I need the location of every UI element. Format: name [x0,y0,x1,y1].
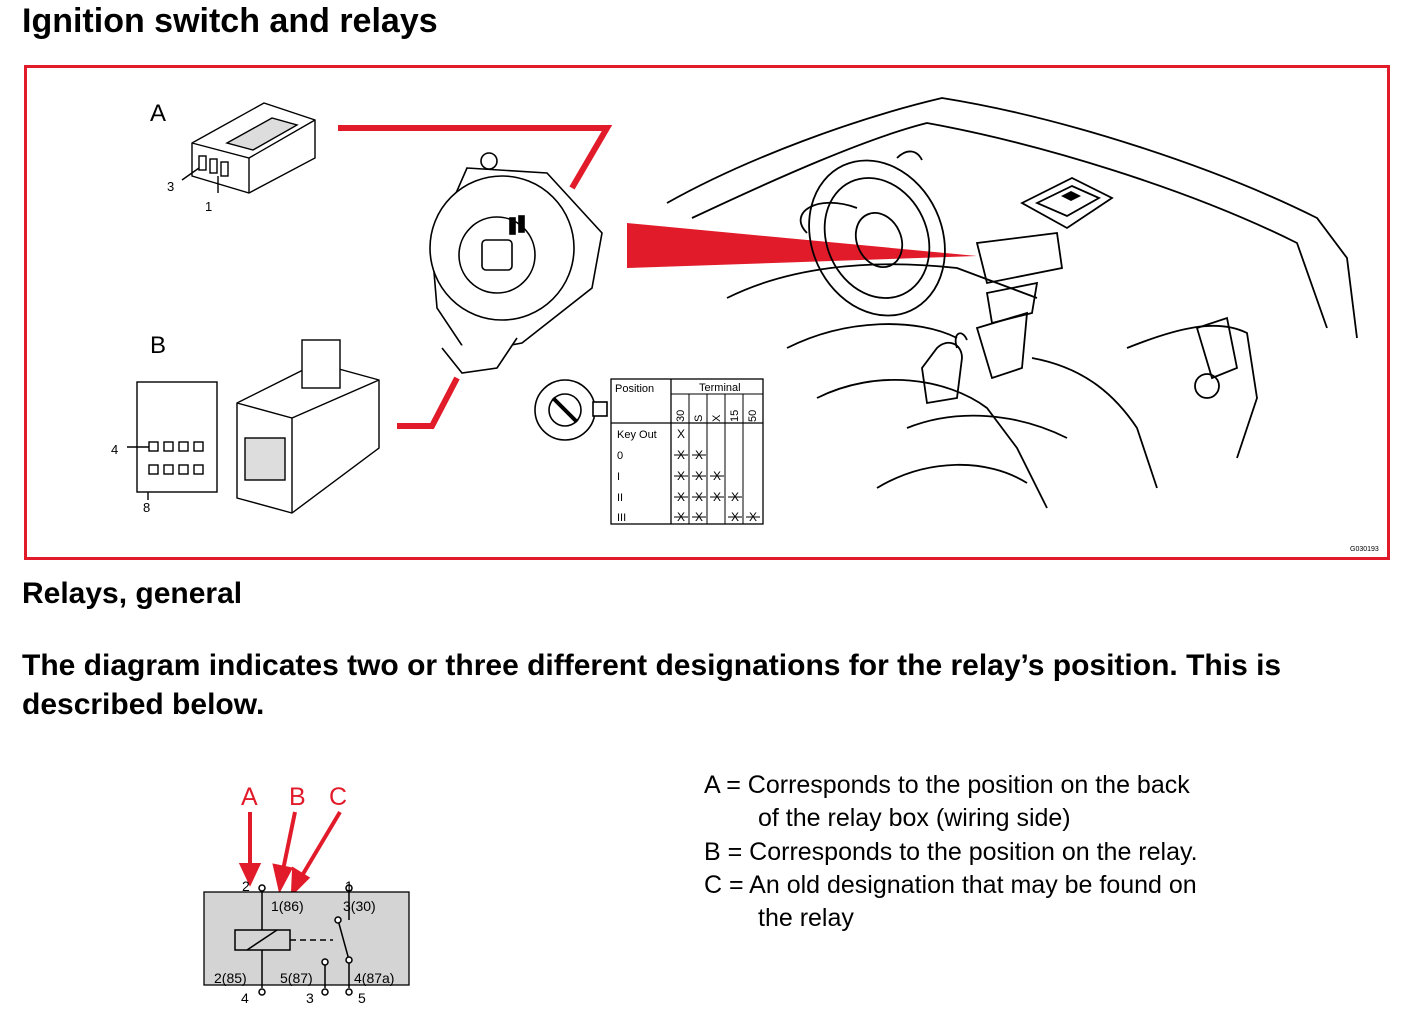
connector-b-drawing [127,339,380,514]
position-row-label: III [617,512,626,524]
connector-b-pin-4: 4 [111,442,118,457]
ignition-figure: A 3 1 B 4 8 [111,97,1379,553]
legend-c-line2: the relay [758,904,854,932]
position-row-label: I [617,471,620,483]
key-switch-drawing [534,379,608,441]
position-header: Position [615,383,654,395]
no-label: 4(87a) [354,970,394,986]
arrow-c-label: C [329,783,347,811]
legend-a-line1: A = Corresponds to the position on the b… [704,771,1190,799]
terminal-column-label: 30 [675,410,687,422]
relay-diagram: A B C 2 1 1(86) 3(30) 2(85) 5(87) 4(87a)… [203,783,410,1006]
terminal-column-label: 15 [729,410,741,422]
intro-text: The diagram indicates two or three diffe… [22,649,1282,721]
legend-b-line1: B = Corresponds to the position on the r… [704,838,1198,866]
connector-b-pin-8: 8 [143,500,150,515]
relay-top-right-pin: 1 [345,878,353,894]
relay-arrows [238,810,342,898]
terminal-column-label: S [693,415,705,422]
switch-top-label: 3(30) [343,898,376,914]
figure-code: G030193 [1350,546,1379,553]
arrow-a-label: A [241,783,258,811]
dashboard-drawing [666,97,1358,509]
terminal-column-label: X [711,414,723,422]
relay-top-left-pin: 2 [242,878,250,894]
nc-label: 5(87) [280,970,313,986]
position-row-label: Key Out [617,429,657,441]
connector-b-label: B [150,332,166,359]
coil-bottom-label: 2(85) [214,970,247,986]
section-heading: Relays, general [22,577,243,610]
relay-terminals [258,884,353,996]
leader-connector-a [338,125,613,190]
bottom-pin-mid: 3 [306,990,314,1006]
legend-c-line1: C = An old designation that may be found… [704,871,1197,899]
terminal-header: Terminal [699,382,741,394]
connector-a-pin-1: 1 [205,199,212,214]
terminal-mark: X [677,427,685,441]
position-row-label: 0 [617,450,623,462]
legend-a-line2: of the relay box (wiring side) [758,804,1071,832]
coil-top-label: 1(86) [271,898,304,914]
position-row-label: II [617,492,623,504]
bottom-pin-right: 5 [358,990,366,1006]
terminal-column-label: 50 [747,410,759,422]
arrow-b-label: B [289,783,306,811]
ignition-switch-drawing [429,152,603,374]
connector-a-drawing [181,102,316,194]
page-title: Ignition switch and relays [22,2,438,40]
connector-a-label: A [150,100,166,127]
connector-a-pin-3: 3 [167,179,174,194]
bottom-pin-left: 4 [241,990,249,1006]
relay-wiring [234,892,350,988]
leader-connector-b [397,376,460,429]
red-leaders [338,125,613,429]
location-wedge [627,223,977,268]
figure-frame: A 3 1 B 4 8 [24,65,1390,560]
